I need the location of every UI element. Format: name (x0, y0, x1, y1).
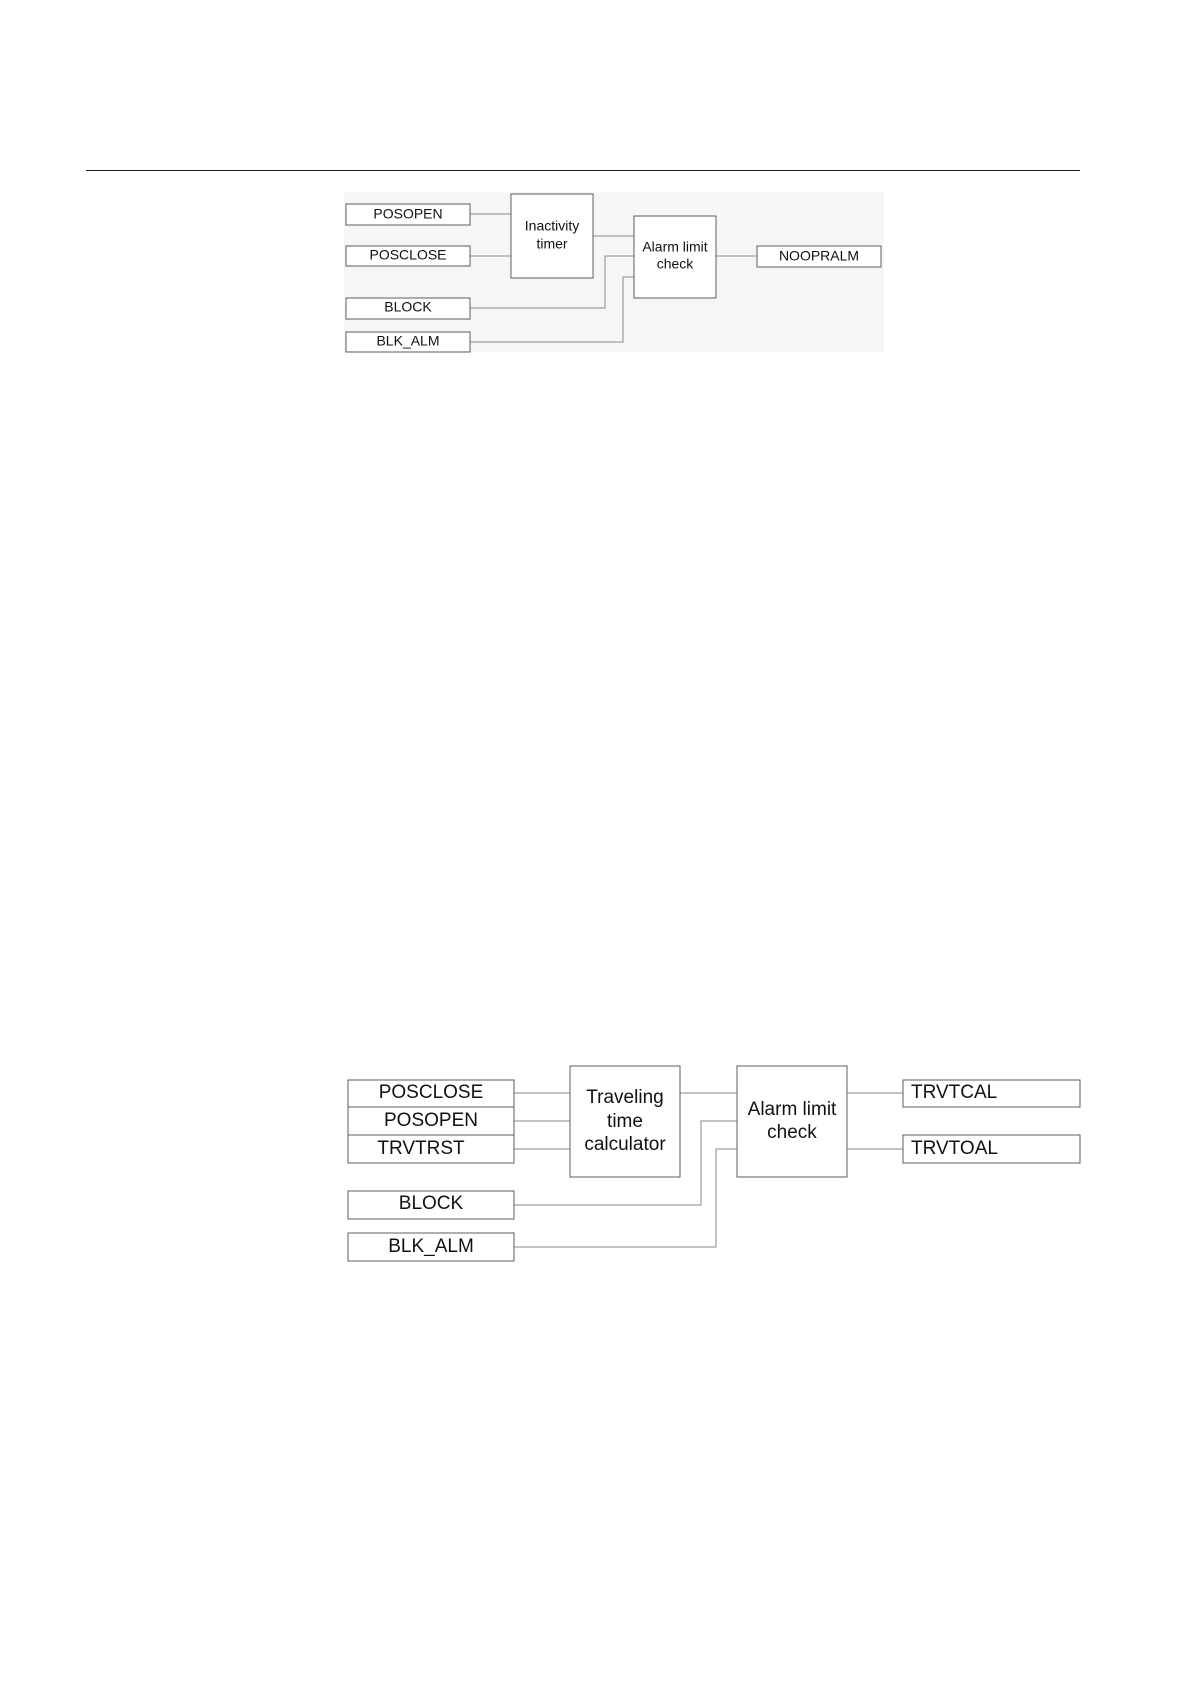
output-trvtoal: TRVTOAL (903, 1135, 1080, 1163)
input-posclose-label: POSCLOSE (369, 247, 446, 263)
block-alarm-limit-check-line-2: check (657, 256, 695, 272)
output-trvtcal-label: TRVTCAL (911, 1082, 997, 1103)
diagram-2: POSCLOSE POSOPEN TRVTRST BLOCK BLK_ALM T… (0, 1040, 1191, 1280)
block-traveling-time-calculator-line-2: time (607, 1111, 643, 1132)
input-block-label: BLOCK (384, 299, 432, 315)
output-trvtoal-label: TRVTOAL (911, 1138, 998, 1159)
input-blk-alm-label: BLK_ALM (388, 1236, 474, 1257)
input-block: BLOCK (346, 298, 470, 319)
input-block: BLOCK (348, 1191, 514, 1219)
input-blk-alm: BLK_ALM (348, 1233, 514, 1261)
input-trvtrst: TRVTRST (348, 1135, 514, 1163)
block-alarm-limit-check-line-1: Alarm limit (642, 239, 707, 255)
input-posclose: POSCLOSE (346, 246, 470, 266)
input-posopen: POSOPEN (348, 1107, 514, 1135)
output-trvtcal: TRVTCAL (903, 1080, 1080, 1107)
input-trvtrst-label: TRVTRST (377, 1138, 465, 1159)
block-alarm-limit-check: Alarm limit check (737, 1066, 847, 1177)
output-noopralm: NOOPRALM (757, 246, 881, 267)
block-traveling-time-calculator-line-3: calculator (584, 1134, 666, 1155)
block-alarm-limit-check: Alarm limit check (634, 216, 716, 298)
input-block-label: BLOCK (399, 1193, 464, 1214)
output-noopralm-label: NOOPRALM (779, 248, 859, 264)
input-posopen-label: POSOPEN (384, 1110, 478, 1131)
diagram-1: POSOPEN POSCLOSE BLOCK BLK_ALM Inactivit… (0, 0, 1191, 400)
block-inactivity-timer: Inactivity timer (511, 194, 593, 278)
input-blk-alm: BLK_ALM (346, 332, 470, 352)
block-inactivity-timer-line-1: Inactivity (525, 218, 579, 234)
block-inactivity-timer-line-2: timer (536, 236, 567, 252)
block-traveling-time-calculator: Traveling time calculator (570, 1066, 680, 1177)
block-alarm-limit-check-line-1: Alarm limit (748, 1099, 837, 1120)
block-traveling-time-calculator-line-1: Traveling (586, 1087, 663, 1108)
block-alarm-limit-check-line-2: check (767, 1122, 817, 1143)
input-posopen-label: POSOPEN (373, 206, 442, 222)
input-blk-alm-label: BLK_ALM (376, 333, 439, 349)
input-posopen: POSOPEN (346, 204, 470, 225)
wire-blk-alm-to-alarm (470, 277, 634, 342)
input-posclose-label: POSCLOSE (379, 1082, 484, 1103)
input-posclose: POSCLOSE (348, 1080, 514, 1107)
